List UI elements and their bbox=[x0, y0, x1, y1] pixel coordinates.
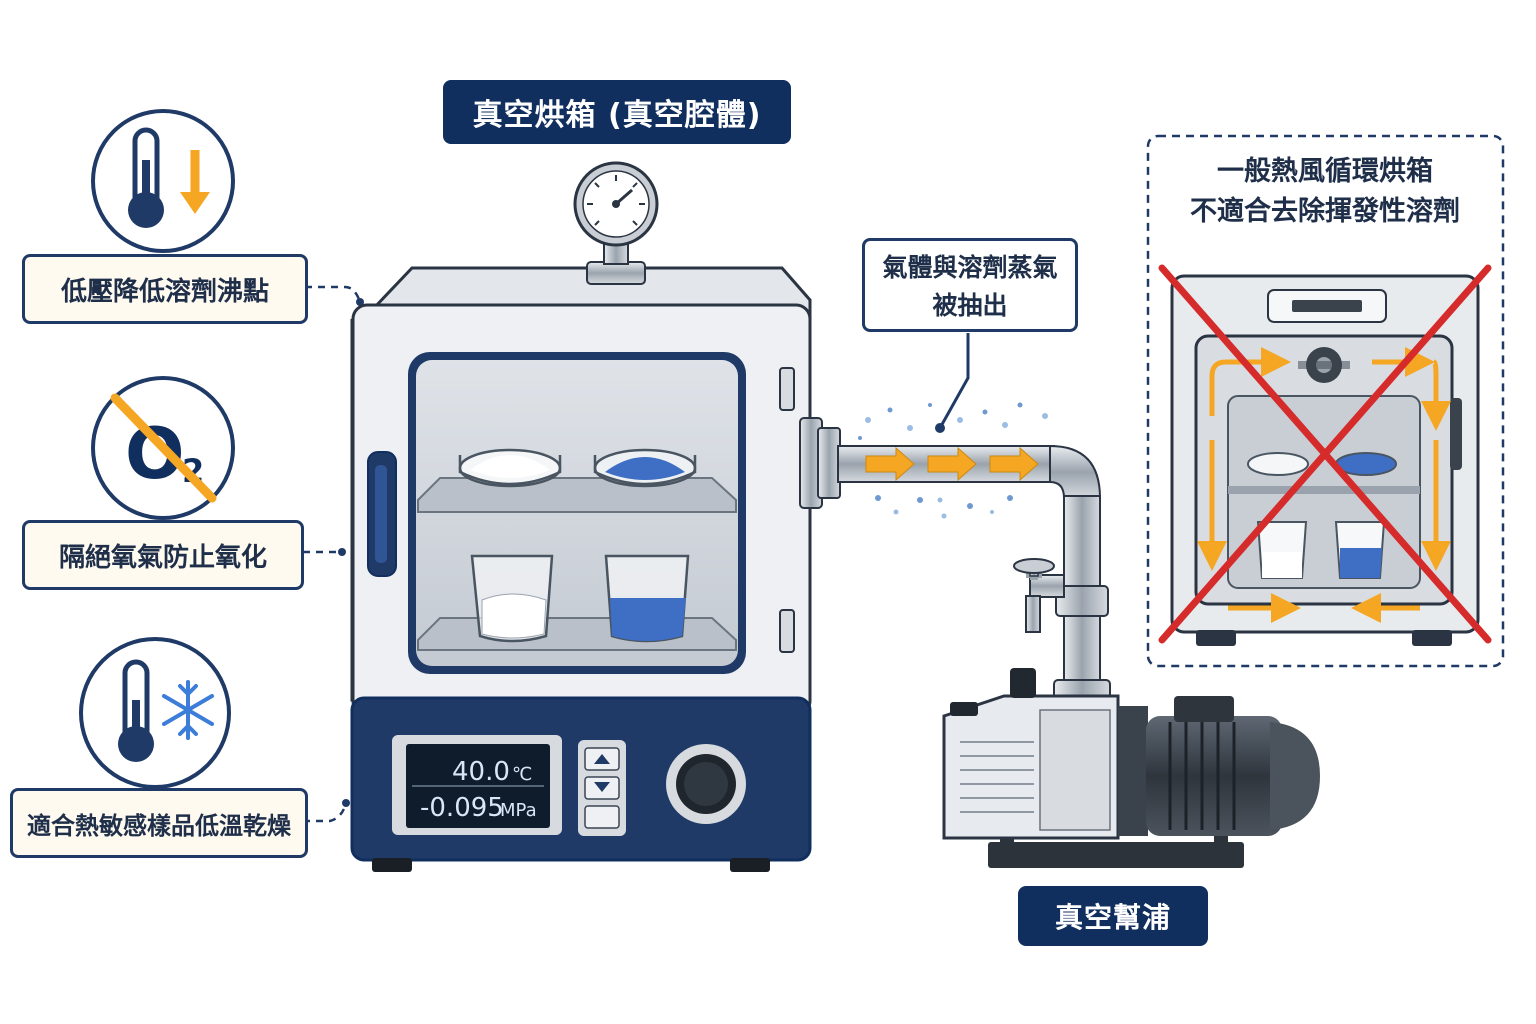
comparison-title: 一般熱風循環烘箱 不適合去除揮發性溶劑 bbox=[1150, 152, 1500, 232]
vacuum-pipe bbox=[799, 417, 1111, 707]
dish-blue-powder bbox=[593, 448, 697, 488]
feature-label-no-oxidation: 隔絕氧氣防止氧化 bbox=[22, 520, 304, 590]
comparison-frame bbox=[1146, 134, 1505, 668]
vapor-callout-line2: 被抽出 bbox=[932, 291, 1008, 320]
feature-icon-thermometer-down bbox=[91, 109, 235, 253]
feature-label-low-temp-drying: 適合熱敏感樣品低溫乾燥 bbox=[10, 788, 308, 858]
vapor-particles bbox=[858, 402, 1048, 519]
display-pressure: -0.095 bbox=[420, 793, 504, 823]
vacuum-pump bbox=[942, 668, 1320, 868]
beaker-white-powder bbox=[470, 554, 554, 643]
comparison-line1: 一般熱風循環烘箱 bbox=[1217, 156, 1433, 187]
beaker-blue-liquid bbox=[604, 554, 690, 643]
vapor-callout-line1: 氣體與溶劑蒸氣 bbox=[882, 253, 1058, 282]
feature-label-low-pressure: 低壓降低溶劑沸點 bbox=[22, 254, 308, 324]
feature-connectors bbox=[303, 285, 362, 823]
feature-icon-no-oxygen: O 2 bbox=[91, 376, 235, 520]
display-temperature-unit: ℃ bbox=[512, 764, 532, 785]
feature-icon-thermometer-snowflake bbox=[79, 637, 231, 789]
vapor-callout: 氣體與溶劑蒸氣 被抽出 bbox=[862, 238, 1078, 332]
dish-white-powder bbox=[458, 448, 562, 488]
pump-title: 真空幫浦 bbox=[1018, 886, 1208, 946]
comparison-line2: 不適合去除揮發性溶劑 bbox=[1190, 196, 1460, 227]
oven-title: 真空烘箱 (真空腔體) bbox=[443, 80, 791, 144]
display-temperature: 40.0 bbox=[452, 757, 510, 787]
hot-air-oven bbox=[1158, 264, 1492, 646]
vacuum-oven bbox=[350, 161, 812, 872]
display-pressure-unit: MPa bbox=[500, 800, 537, 821]
